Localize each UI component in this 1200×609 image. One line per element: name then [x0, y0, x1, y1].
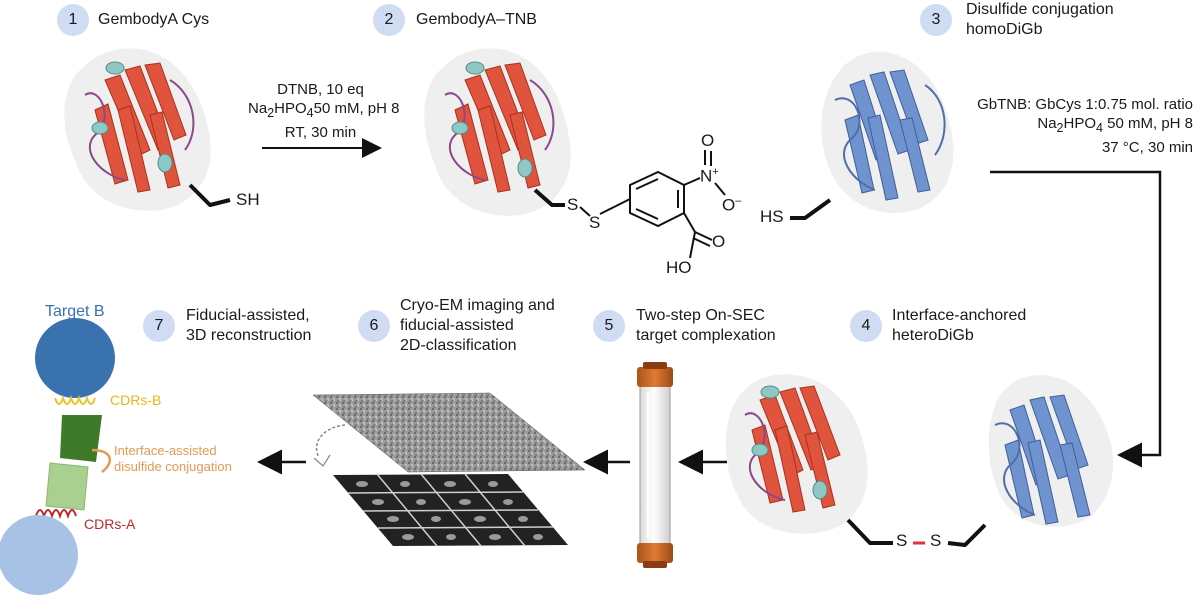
step-6-label-line-3: 2D-classification	[400, 337, 517, 354]
light-green-domain	[45, 462, 89, 511]
conditions-1-time: RT, 30 min	[284, 124, 357, 141]
sec-column	[637, 362, 673, 568]
target-a-shape	[0, 515, 78, 595]
gembody-a-cys-structure	[64, 48, 231, 211]
reaction-conditions-1: DTNB, 10 eq Na2HPO450 mM, pH 8 RT, 30 mi…	[248, 80, 400, 142]
cryo-em-micrograph	[312, 392, 586, 473]
step-6-number: 6	[358, 310, 390, 342]
step-1-number: 1	[57, 4, 89, 36]
step-7-label-line-2: 3D reconstruction	[186, 327, 312, 344]
cdrs-a-loops	[35, 509, 77, 520]
cdrs-b-loops	[54, 394, 96, 405]
cdrs-a-label: CDRs-A	[84, 516, 136, 532]
step-3-label: Disulfide conjugation homoDiGb	[966, 0, 1114, 40]
step-2-label-line-1: GembodyA–TNB	[416, 11, 537, 28]
step-7-label: Fiducial-assisted, 3D reconstruction	[186, 306, 311, 346]
step-2-number: 2	[373, 4, 405, 36]
step-5-label: Two-step On-SEC target complexation	[636, 306, 776, 346]
conditions-2-buffer: Na2HPO4 50 mM, pH 8	[1037, 115, 1193, 135]
gembody-blue-cys-structure	[790, 51, 954, 220]
step-4-number: 4	[850, 310, 882, 342]
step-5-label-line-2: target complexation	[636, 327, 776, 344]
arrow-step3-to-4	[990, 170, 1162, 468]
2d-class-averages	[333, 473, 568, 547]
sulfur-label-1: S	[567, 195, 579, 214]
thiol-label-2: HS	[760, 207, 784, 226]
step-6-label-line-2: fiducial-assisted	[400, 317, 514, 334]
hydroxyl-label: HO	[666, 258, 692, 277]
gembody-a-tnb-structure	[424, 48, 726, 259]
disulfide-s-label-1: S	[896, 531, 908, 550]
step-6-label: Cryo-EM imaging and fiducial-assisted 2D…	[400, 296, 555, 356]
step-3-label-line-1: Disulfide conjugation	[966, 1, 1114, 18]
step-4-label-line-1: Interface-anchored	[892, 307, 1027, 324]
step-3-label-line-2: homoDiGb	[966, 21, 1043, 38]
step-1-label-line-1: GembodyA Cys	[98, 11, 210, 28]
step-3-number: 3	[920, 4, 952, 36]
interface-linker	[91, 448, 112, 473]
step-6-label-line-1: Cryo-EM imaging and	[400, 297, 555, 314]
hetero-digb-structure	[725, 374, 1113, 547]
nitro-o-label: O	[701, 131, 715, 150]
interface-label-line-2: disulfide conjugation	[114, 459, 232, 474]
dark-green-domain	[60, 415, 102, 462]
final-3d-model	[0, 318, 115, 595]
conditions-1-reagent: DTNB, 10 eq	[277, 81, 364, 98]
nitro-o-minus-label: O–	[722, 195, 742, 215]
nitro-n-label: N+	[700, 166, 719, 186]
step-7-number: 7	[143, 310, 175, 342]
target-b-label: Target B	[45, 303, 105, 320]
step-7-label-line-1: Fiducial-assisted,	[186, 307, 310, 324]
thiol-label-1: SH	[236, 190, 260, 209]
curved-dashed-arrow	[315, 424, 346, 463]
target-b-shape	[35, 318, 115, 398]
reaction-conditions-2: GbTNB: GbCys 1:0.75 mol. ratio Na2HPO4 5…	[948, 95, 1193, 157]
cdrs-b-label: CDRs-B	[110, 392, 162, 408]
interface-label: Interface-assisted disulfide conjugation	[114, 443, 232, 475]
step-2-label: GembodyA–TNB	[416, 10, 537, 30]
conditions-2-ratio: GbTNB: GbCys 1:0.75 mol. ratio	[977, 96, 1193, 113]
step-4-label: Interface-anchored heteroDiGb	[892, 306, 1026, 346]
conditions-1-buffer: Na2HPO450 mM, pH 8	[248, 100, 400, 120]
step-1-label: GembodyA Cys	[98, 10, 209, 30]
step-5-number: 5	[593, 310, 625, 342]
step-4-label-line-2: heteroDiGb	[892, 327, 974, 344]
sulfur-label-2: S	[589, 213, 601, 232]
step-5-label-line-1: Two-step On-SEC	[636, 307, 765, 324]
conditions-2-time: 37 °C, 30 min	[1101, 139, 1193, 156]
disulfide-s-label-2: S	[930, 531, 942, 550]
interface-label-line-1: Interface-assisted	[114, 443, 217, 458]
carbonyl-o-label: O	[712, 232, 726, 251]
